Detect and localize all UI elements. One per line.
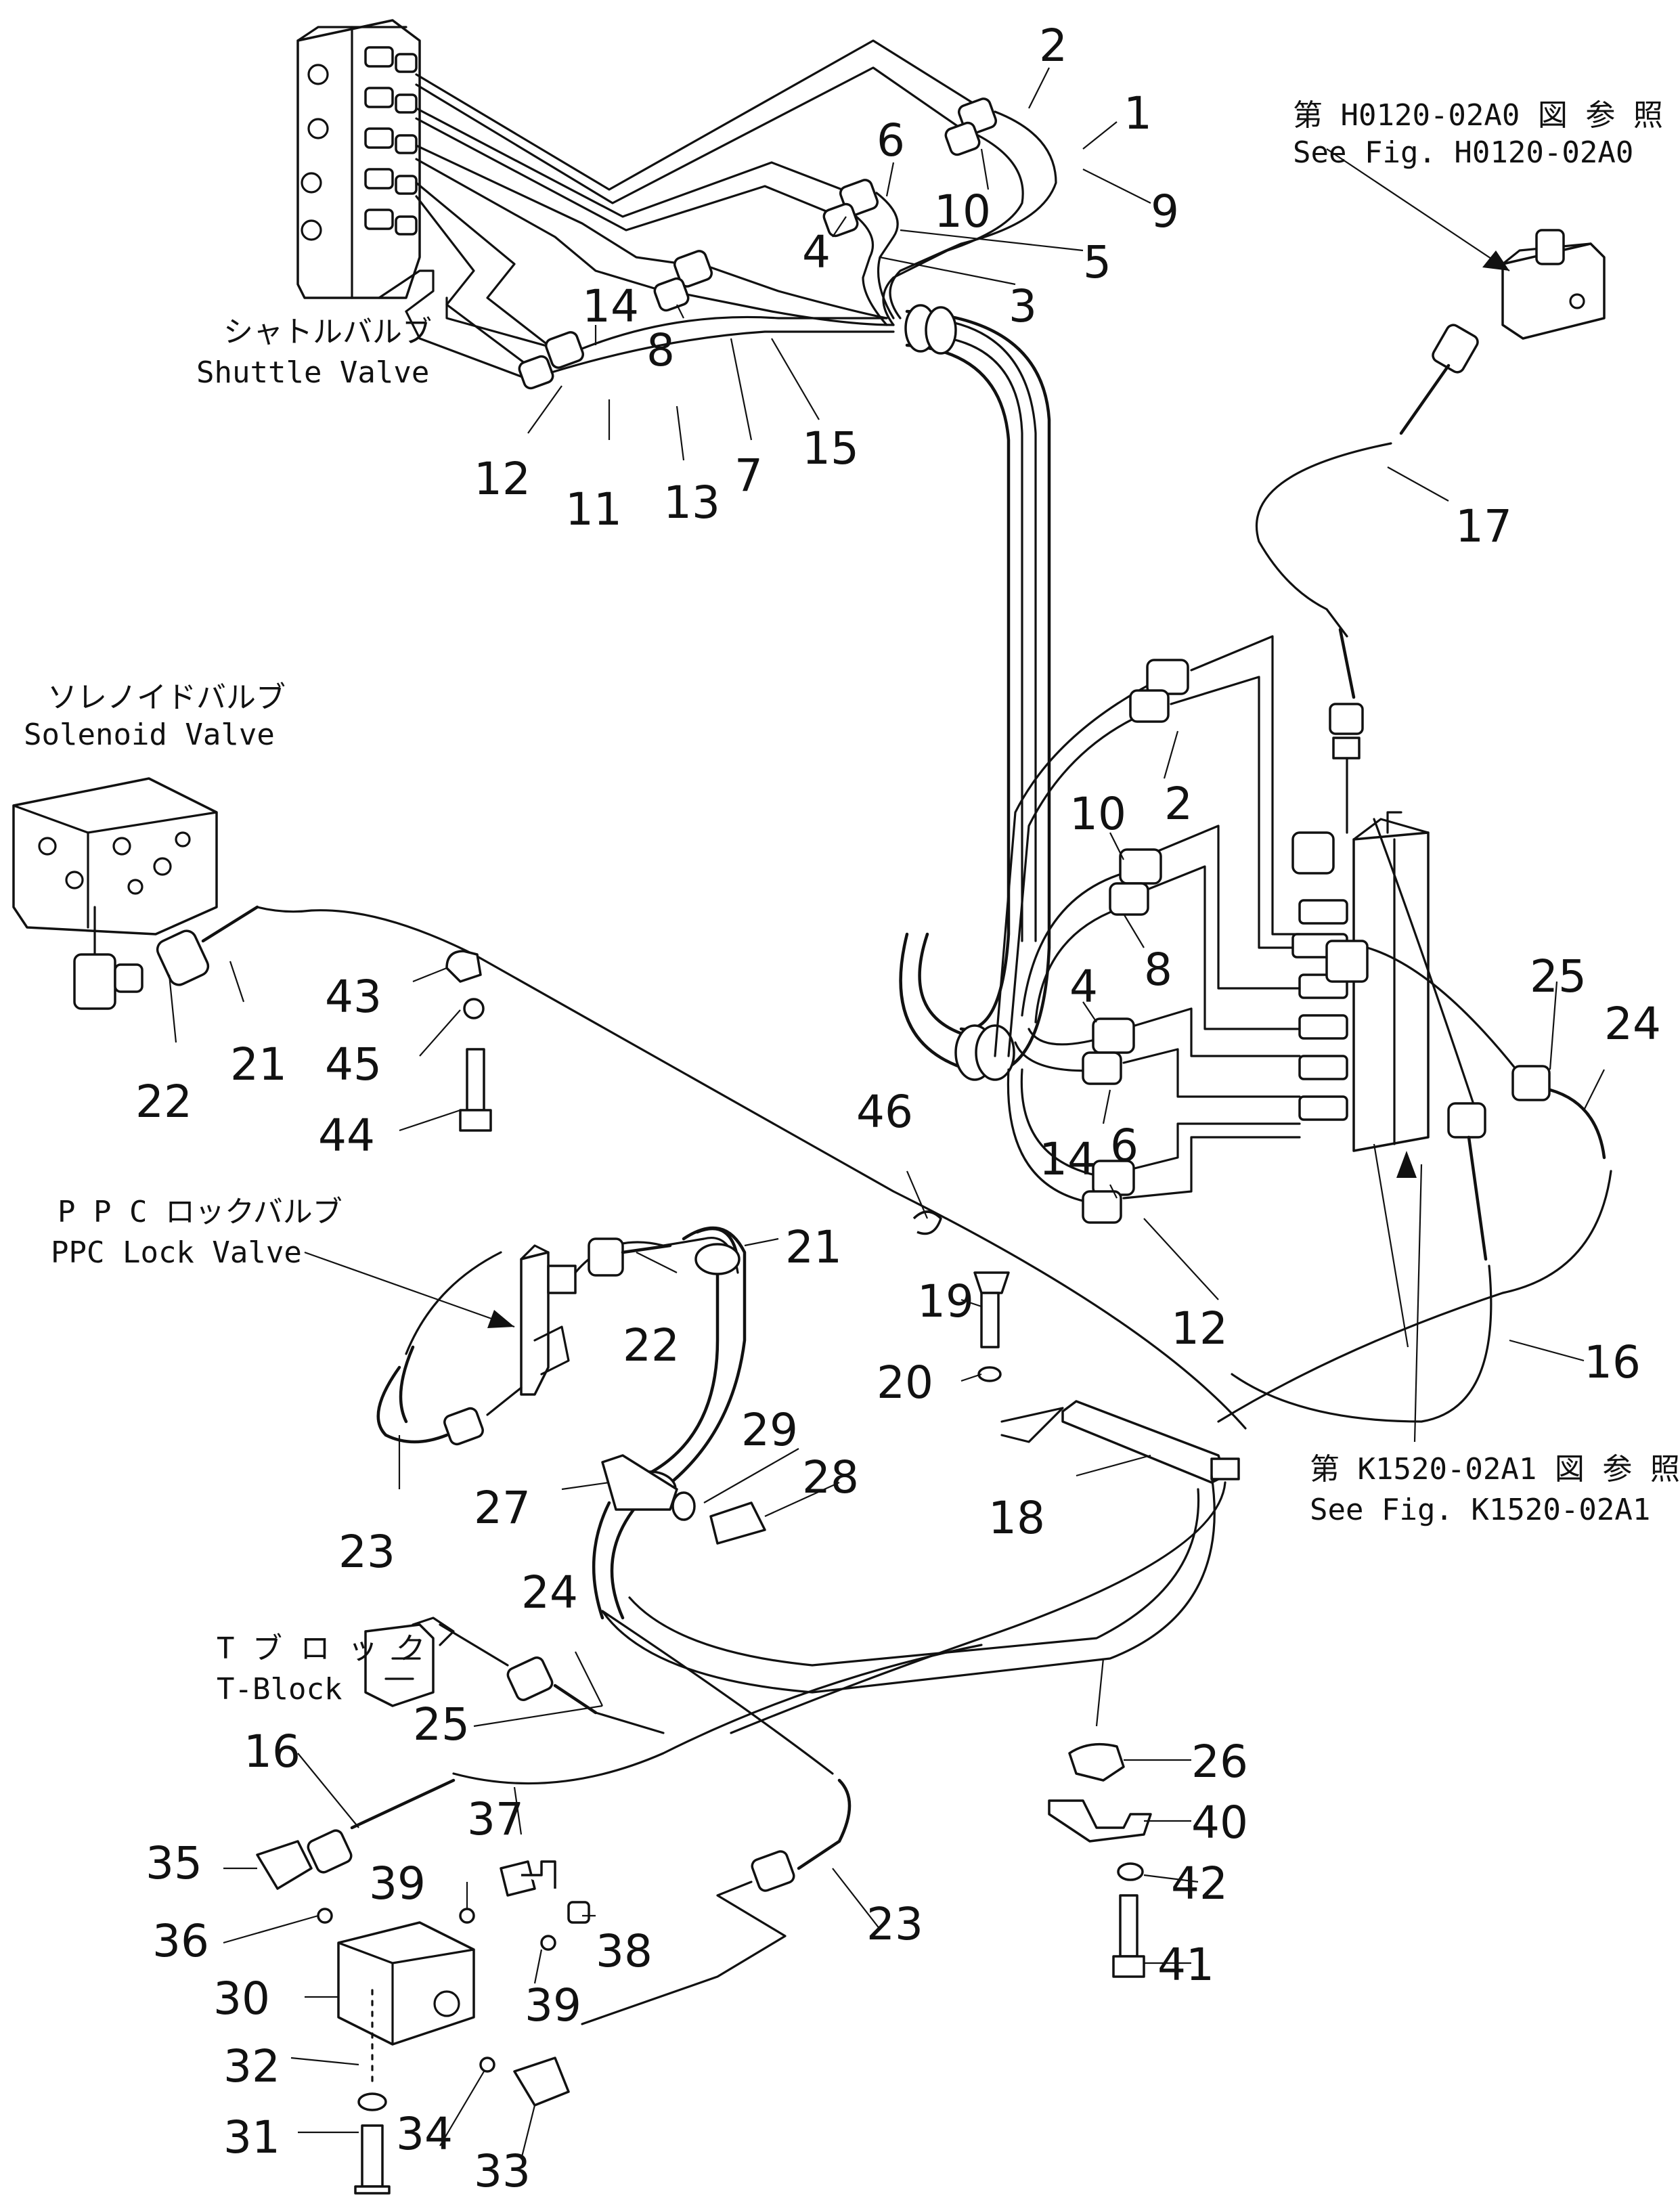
callout-43: 43 [325,971,382,1023]
callout-19: 19 [917,1275,974,1327]
callout-14b: 14 [1039,1133,1096,1185]
callout-13: 13 [663,477,720,529]
callout-9: 9 [1151,185,1179,238]
callout-8: 8 [646,324,675,376]
callout-15: 15 [802,422,859,475]
callout-23b: 23 [866,1898,923,1950]
callout-2b: 2 [1164,778,1193,830]
leader-lines [168,67,1605,2160]
callout-39: 39 [369,1858,426,1910]
ppc-lock-valve [376,1226,747,1620]
callout-24: 24 [1604,998,1661,1050]
callout-36: 36 [152,1915,209,1967]
shuttle-valve-en: Shuttle Valve [196,355,429,390]
t-block [364,1617,665,1734]
callout-14: 14 [582,280,639,332]
callout-34: 34 [396,2108,453,2160]
callout-35: 35 [146,1837,202,1889]
callout-4b: 4 [1069,961,1098,1013]
callout-6: 6 [877,114,905,167]
callout-12: 12 [474,453,531,505]
ref-h0120-jp: 第 H0120-02A0 図 参 照 [1293,98,1663,133]
bracket-26-40-parts [1048,1742,1152,1978]
ref-k1520-jp: 第 K1520-02A1 図 参 照 [1310,1452,1680,1487]
bracket-18-parts [973,1271,1240,1484]
callout-38: 38 [596,1925,653,1977]
callout-37: 37 [467,1793,524,1845]
callout-39b: 39 [525,1979,581,2031]
manifold-block-30 [256,1778,590,2195]
solenoid-valve-en: Solenoid Valve [24,718,275,752]
shuttle-valve-block [296,19,435,313]
callout-32: 32 [223,2040,280,2092]
t-block-en: T-Block [217,1672,342,1707]
callout-29: 29 [741,1404,798,1456]
callout-45: 45 [325,1038,382,1091]
upper-hose-fittings [518,97,1057,390]
callout-40: 40 [1191,1797,1248,1849]
callout-22: 22 [135,1076,192,1128]
leader-arrowheads [487,250,1509,1328]
callout-20: 20 [877,1357,933,1409]
t-block-jp: T ブ ロ ッ ク [217,1631,425,1666]
callout-28: 28 [802,1451,859,1503]
captions: 第 H0120-02A0 図 参 照 See Fig. H0120-02A0 シ… [24,98,1680,1707]
callout-27: 27 [474,1482,531,1534]
ref-h0120-en: See Fig. H0120-02A0 [1293,135,1633,170]
ppc-lock-valve-jp: P P C ロックバルブ [58,1195,342,1229]
shuttle-pipes [405,39,983,380]
callout-24b: 24 [521,1566,578,1619]
callout-17: 17 [1455,500,1512,552]
ref-k1520-en: See Fig. K1520-02A1 [1310,1493,1650,1527]
clip-43-parts [445,950,492,1132]
callout-33: 33 [474,2145,531,2195]
callout-10: 10 [934,185,991,238]
callout-4: 4 [802,226,831,278]
callout-3: 3 [1009,280,1037,332]
callout-30: 30 [213,1973,270,2025]
callout-46: 46 [856,1086,913,1138]
clip-46 [912,1210,942,1235]
callout-7: 7 [734,449,763,502]
callout-22b: 22 [623,1319,680,1371]
right-return-hoses [1217,818,1612,1423]
main-hose-bundle [899,304,1051,1081]
callout-5: 5 [1083,236,1111,288]
callout-25: 25 [1530,950,1587,1003]
callout-16b: 16 [244,1726,301,1778]
clamp-27-parts [601,1454,766,1545]
callout-31: 31 [223,2111,280,2163]
lower-hoses [452,1474,1226,2025]
callout-16: 16 [1584,1336,1641,1388]
ref-valve-top-right [1255,229,1606,834]
callout-8b: 8 [1144,944,1172,996]
solenoid-valve [12,777,1247,1430]
solenoid-valve-jp: ソレノイドバルブ [47,680,286,715]
right-control-valve [1291,811,1430,1152]
callout-42: 42 [1171,1858,1228,1910]
callout-25b: 25 [413,1698,470,1751]
callout-26: 26 [1191,1736,1248,1788]
callout-11: 11 [565,483,622,535]
callout-2: 2 [1039,20,1067,72]
callout-23: 23 [338,1526,395,1578]
ppc-lock-valve-en: PPC Lock Valve [51,1235,302,1270]
shuttle-valve-jp: シャトルバルブ [223,315,432,349]
callout-10b: 10 [1069,788,1126,840]
right-hose-fittings [994,635,1301,1224]
callout-1: 1 [1124,87,1152,139]
callout-numbers: 1 2 10 9 6 4 5 3 14 8 15 7 12 11 13 17 2… [135,20,1661,2197]
callout-21: 21 [230,1038,287,1091]
callout-6b: 6 [1110,1120,1139,1172]
callout-12b: 12 [1171,1302,1228,1355]
callout-18: 18 [988,1492,1045,1544]
callout-44: 44 [318,1109,375,1162]
callout-21b: 21 [785,1221,842,1273]
callout-41: 41 [1157,1939,1214,1991]
